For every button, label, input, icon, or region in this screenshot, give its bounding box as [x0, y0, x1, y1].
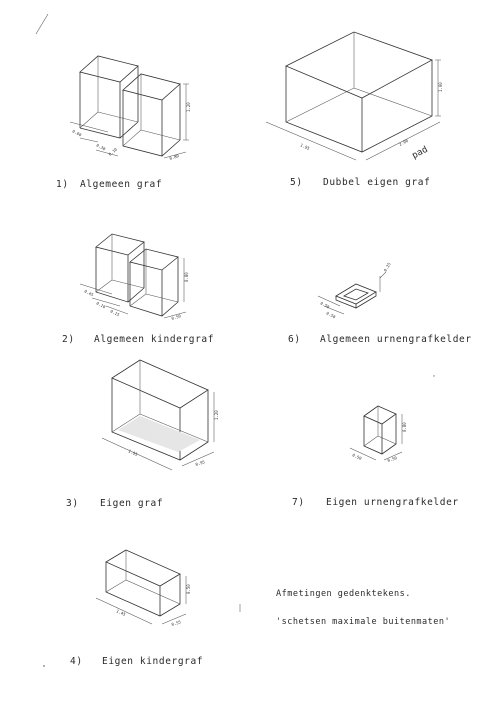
- svg-text:0.50: 0.50: [326, 310, 337, 319]
- caption-4-label: Eigen kindergraf: [102, 656, 204, 667]
- caption-5-label: Dubbel eigen graf: [323, 177, 431, 188]
- svg-text:1.20: 1.20: [186, 102, 191, 112]
- caption-1-number: 1): [56, 179, 69, 190]
- svg-text:0.15: 0.15: [110, 308, 121, 317]
- caption-7-label: Eigen urnengrafkelder: [326, 497, 459, 508]
- caption-4-number: 4): [70, 656, 83, 667]
- caption-3-number: 3): [66, 498, 79, 509]
- svg-text:0.45: 0.45: [84, 288, 95, 297]
- caption-5-number: 5): [290, 177, 303, 188]
- figure-4-sketch: 0.50 1.45 0.55: [95, 549, 191, 627]
- caption-1-label: Algemeen graf: [80, 179, 163, 190]
- svg-text:0.55: 0.55: [171, 619, 182, 627]
- svg-text:0.60: 0.60: [72, 128, 83, 137]
- pencil-mark: [35, 13, 49, 35]
- figure-5-sketch: 1.00 1.95 2.00: [265, 31, 443, 161]
- caption-6-number: 6): [288, 334, 301, 345]
- svg-text:0.50: 0.50: [352, 452, 363, 461]
- caption-6-label: Algemeen urnengrafkelder: [320, 334, 472, 345]
- svg-text:1.20: 1.20: [214, 410, 219, 420]
- svg-text:1.45: 1.45: [116, 608, 127, 617]
- notes-title: Afmetingen gedenktekens.: [276, 589, 411, 599]
- figure-2-sketch: 0.80 0.45 0.10 0.15 0.50: [79, 233, 189, 321]
- svg-text:1.95: 1.95: [300, 142, 311, 151]
- svg-text:0.80: 0.80: [184, 272, 189, 282]
- caption-7-number: 7): [292, 497, 305, 508]
- caption-2-label: Algemeen kindergraf: [94, 334, 215, 345]
- figure-6-sketch: 0.25 0.50 0.50: [317, 261, 392, 320]
- figure-7-sketch: 0.80 0.50 0.50: [349, 405, 407, 463]
- svg-text:1.95: 1.95: [128, 448, 139, 457]
- svg-text:0.95: 0.95: [195, 459, 206, 467]
- figure-3-sketch: 1.20 1.95 0.95: [101, 359, 219, 471]
- svg-text:0.50: 0.50: [387, 455, 398, 463]
- svg-text:0.50: 0.50: [320, 300, 331, 309]
- stray-dot: [43, 665, 45, 667]
- svg-text:0.80: 0.80: [402, 422, 407, 432]
- svg-text:1.00: 1.00: [438, 82, 443, 92]
- caption-3-label: Eigen graf: [100, 498, 164, 509]
- svg-text:0.10: 0.10: [96, 300, 107, 309]
- figure-1-sketch: 1.20 0.60 0.30 0.10 0.80: [69, 55, 191, 161]
- svg-text:0.80: 0.80: [169, 153, 180, 161]
- svg-text:2.00: 2.00: [398, 138, 409, 147]
- stray-dot: [433, 375, 435, 377]
- svg-text:0.50: 0.50: [171, 313, 182, 321]
- svg-text:0.30: 0.30: [96, 142, 107, 151]
- notes-subtitle: 'schetsen maximale buitenmaten': [276, 617, 451, 627]
- svg-text:0.50: 0.50: [186, 584, 191, 594]
- svg-text:0.25: 0.25: [383, 261, 392, 272]
- svg-text:0.10: 0.10: [107, 146, 118, 156]
- caption-2-number: 2): [62, 334, 75, 345]
